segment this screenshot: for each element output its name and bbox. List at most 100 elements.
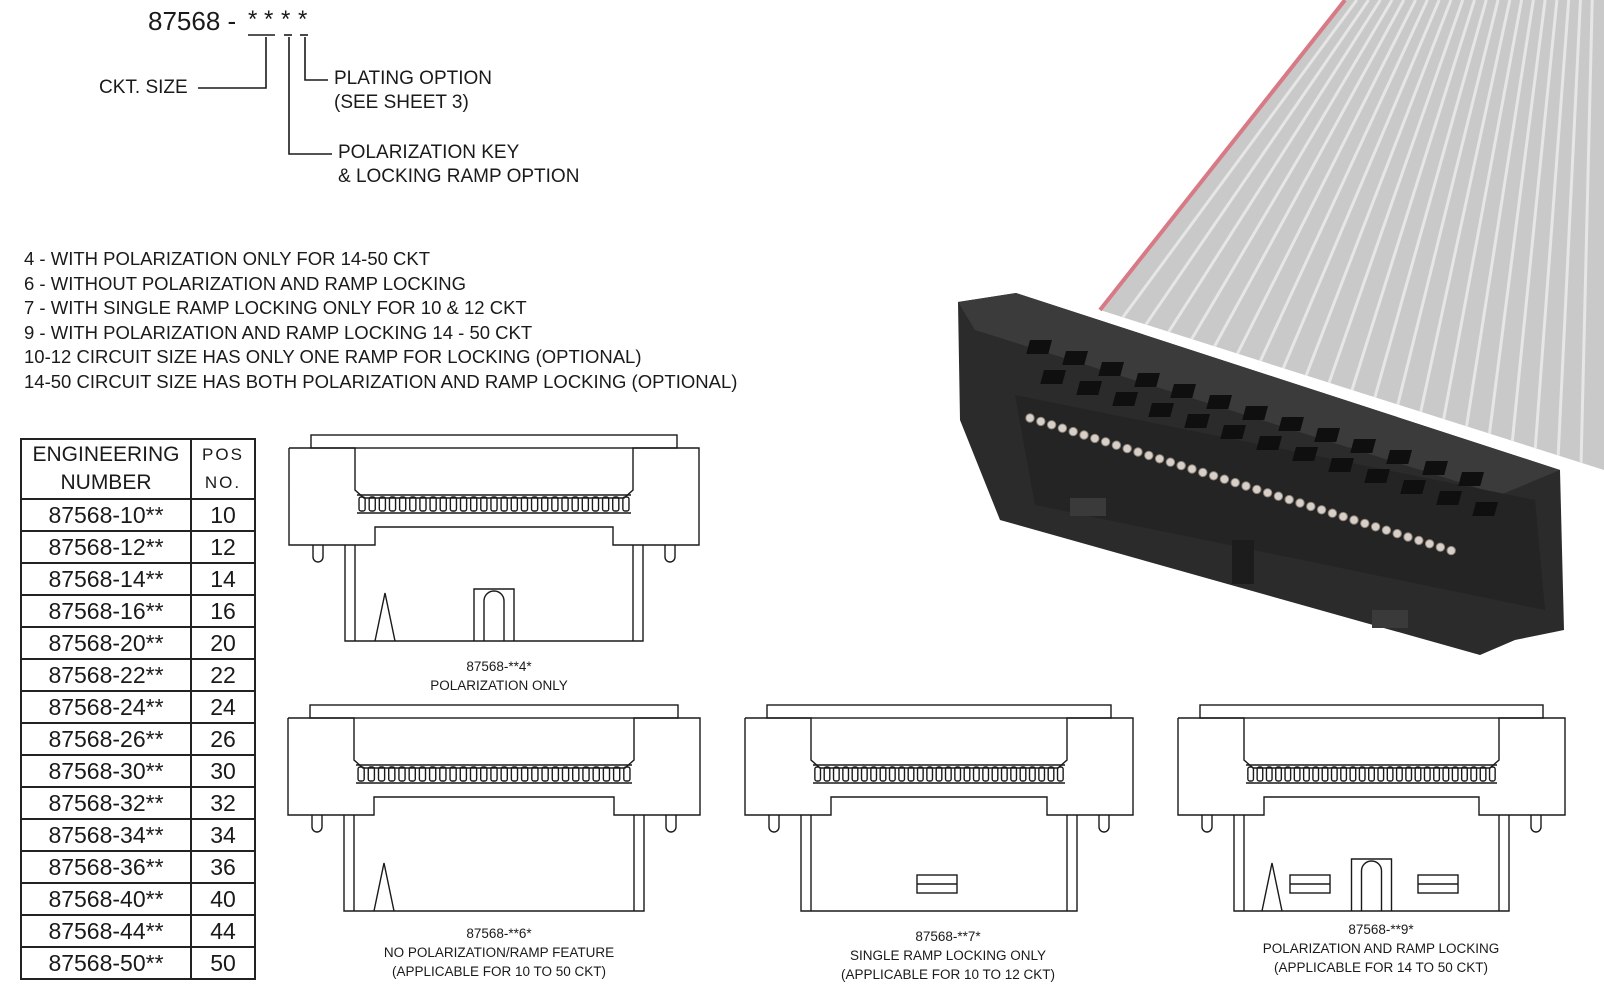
contact-slot (1451, 766, 1459, 782)
contact-slot (510, 496, 519, 512)
contact-window (1148, 403, 1174, 417)
contact-slot (1302, 766, 1310, 782)
contact-slot (1019, 766, 1027, 782)
cable-red-stripe (1098, 0, 1347, 312)
contact-slot (469, 496, 478, 512)
contact-slot (1256, 766, 1264, 782)
contact-slot (935, 766, 943, 782)
mounting-post (665, 815, 677, 833)
contact-bead (1036, 416, 1046, 427)
caption-variant-7: 87568-**7* SINGLE RAMP LOCKING ONLY (APP… (788, 927, 1108, 984)
mounting-post (664, 545, 676, 563)
cable-wire (1144, 0, 1370, 326)
cable-wire (1373, 0, 1488, 398)
contact-slot (531, 766, 539, 782)
contact-slot (398, 496, 407, 512)
pos-no-cell: 40 (190, 882, 256, 916)
header-engineering-number: ENGINEERING NUMBER (20, 438, 192, 500)
part-number: 87568 - (148, 6, 236, 37)
contact-bead (1122, 443, 1132, 454)
contact-slot (520, 496, 529, 512)
cable-wire (1487, 0, 1547, 434)
contact-slot (1349, 766, 1357, 782)
pos-no-cell: 50 (190, 946, 256, 980)
housing-outline (1177, 717, 1566, 816)
contact-slot (490, 766, 498, 782)
contact-slot (1247, 766, 1255, 782)
cable-wire (1281, 0, 1441, 369)
contact-slot (879, 766, 887, 782)
contact-bead (1219, 474, 1230, 484)
contact-slot (540, 496, 549, 512)
contact-slot (1423, 766, 1431, 782)
cable-wire (1510, 0, 1559, 442)
contact-bead (1273, 491, 1284, 501)
pos-no-cell: 20 (190, 626, 256, 660)
contact-slot (500, 766, 508, 782)
contact-slot (368, 496, 376, 512)
contact-bead (1100, 437, 1111, 447)
contact-window (1292, 447, 1319, 461)
contact-bead (1133, 447, 1143, 457)
caption-code: 87568-**9* (1348, 922, 1414, 937)
contact-slot (1386, 766, 1394, 782)
contact-bead (1025, 413, 1035, 423)
contact-slot (561, 496, 569, 512)
caption-code: 87568-**7* (915, 929, 981, 944)
pos-no-cell: 26 (190, 722, 256, 756)
contact-slot (1038, 766, 1046, 782)
contact-slot (1293, 766, 1301, 782)
contact-bead (1338, 511, 1348, 522)
engineering-number-cell: 87568-12** (20, 530, 192, 564)
option-item: 10-12 CIRCUIT SIZE HAS ONLY ONE RAMP FOR… (24, 346, 642, 368)
cover-plate (310, 434, 678, 449)
contact-window (1364, 469, 1390, 483)
caption-line2: (APPLICABLE FOR 10 TO 50 CKT) (391, 964, 607, 979)
contact-slot (490, 496, 498, 512)
pos-no-cell: 14 (190, 562, 256, 596)
contact-bead (1435, 542, 1446, 552)
cover-plate (1199, 704, 1544, 719)
connector-diagrams (287, 434, 1566, 912)
housing-outline (287, 717, 701, 816)
contact-window (1134, 373, 1160, 387)
contact-slot (1265, 766, 1273, 782)
contact-bead (1144, 450, 1154, 461)
contact-bead (1284, 494, 1294, 505)
contact-slot (612, 766, 621, 782)
contact-slot (860, 766, 868, 782)
mounting-post (1530, 815, 1542, 833)
mounting-post (311, 815, 323, 833)
caption-variant-6: 87568-**6* NO POLARIZATION/RAMP FEATURE … (339, 924, 659, 981)
connector-variant-4 (288, 434, 700, 642)
connector-top-face (958, 293, 1560, 495)
engineering-number-cell: 87568-24** (20, 690, 192, 724)
contact-slot (581, 496, 590, 512)
engineering-number-cell: 87568-36** (20, 850, 192, 884)
contact-slot (1377, 766, 1385, 782)
contact-window (1220, 425, 1246, 439)
contact-slot (592, 766, 600, 782)
contact-bead (1154, 454, 1165, 464)
cover-plate (766, 704, 1112, 719)
contact-window (1400, 480, 1426, 494)
cover-plate (309, 704, 679, 719)
lower-skirt (343, 815, 645, 912)
contact-bead (1414, 535, 1424, 546)
latch-tab (1372, 610, 1408, 628)
header-eng-line2: NUMBER (60, 471, 152, 494)
contact-bead (1079, 430, 1089, 440)
engineering-number-cell: 87568-40** (20, 882, 192, 916)
contact-window (1170, 384, 1196, 398)
contact-window (1422, 461, 1448, 475)
contact-slot (398, 766, 406, 782)
caption-variant-4: 87568-**4* POLARIZATION ONLY (399, 657, 599, 695)
table-row: 87568-14**14 (20, 562, 256, 596)
engineering-number-cell: 87568-16** (20, 594, 192, 628)
contact-bead (1165, 457, 1176, 467)
contact-slot (561, 766, 570, 782)
contact-window (1112, 392, 1138, 406)
contact-slot (582, 766, 590, 782)
contact-slot (572, 766, 580, 782)
contact-slot (1010, 766, 1018, 782)
